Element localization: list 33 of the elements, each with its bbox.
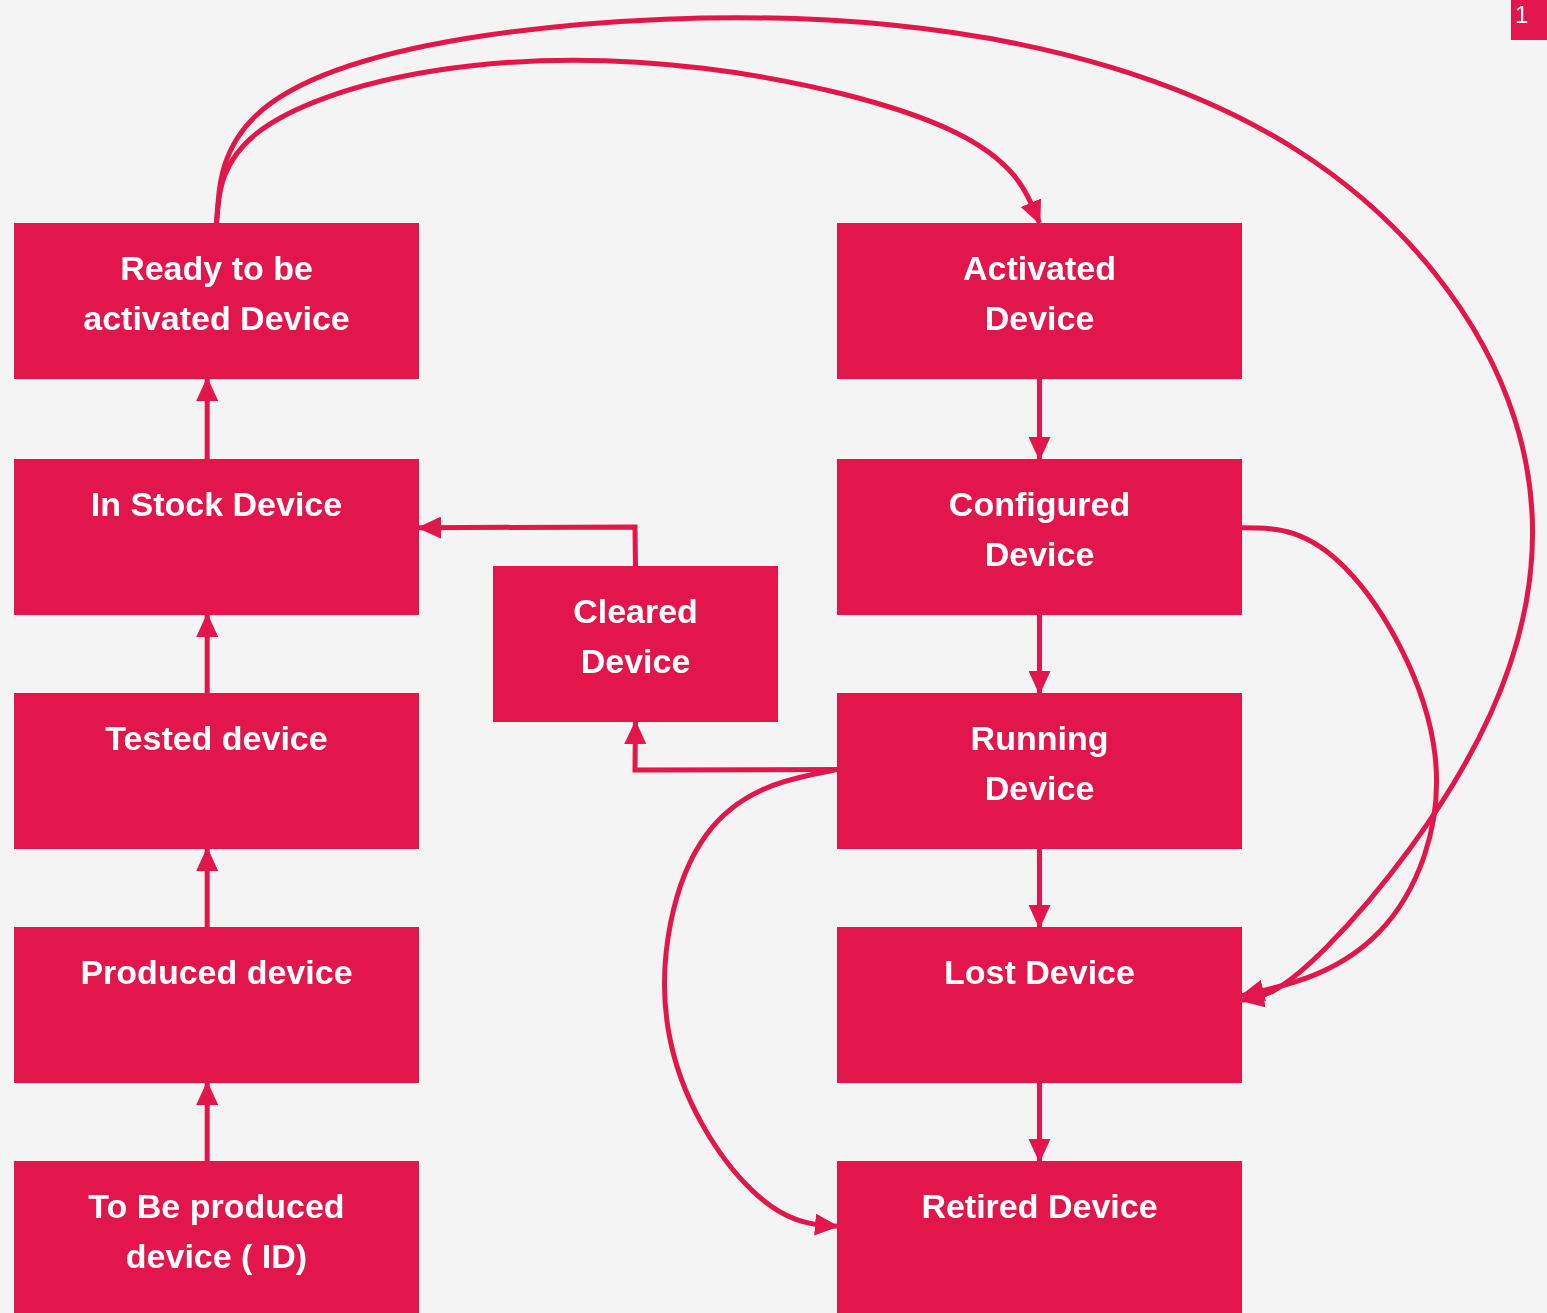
state-box	[837, 693, 1242, 849]
state-label: Ready to be activated Device	[82, 248, 351, 339]
state-box	[837, 459, 1242, 615]
arrow	[196, 377, 219, 459]
state-label: Lost Device	[944, 952, 1135, 993]
state-label: Produced device	[80, 952, 353, 993]
state-box	[14, 693, 419, 849]
page-number: 1	[1511, 0, 1547, 40]
state-label: To Be produced device ( ID)	[87, 1186, 346, 1277]
state-box	[14, 1161, 419, 1313]
arrow	[624, 720, 837, 773]
state-box	[837, 1161, 1242, 1313]
state-box	[14, 927, 419, 1083]
state-box	[493, 566, 778, 722]
state-box	[837, 927, 1242, 1083]
state-label: Running Device	[969, 718, 1110, 809]
state-box	[14, 459, 419, 615]
state-box	[14, 223, 419, 379]
state-label: Configured Device	[947, 484, 1132, 575]
state-box	[837, 223, 1242, 379]
arrow	[1028, 849, 1051, 929]
state-label: Cleared Device	[572, 591, 699, 682]
arrow	[1028, 379, 1051, 461]
arrow	[196, 847, 219, 927]
arrow	[214, 15, 1535, 1008]
arrow	[196, 613, 219, 693]
state-label: Retired Device	[921, 1186, 1158, 1227]
arrow	[1028, 615, 1051, 695]
arrow	[196, 1081, 219, 1161]
state-label: In Stock Device	[90, 484, 343, 525]
arrow	[1028, 1083, 1051, 1163]
state-label: Tested device	[105, 718, 328, 759]
state-label: Activated Device	[961, 248, 1118, 339]
